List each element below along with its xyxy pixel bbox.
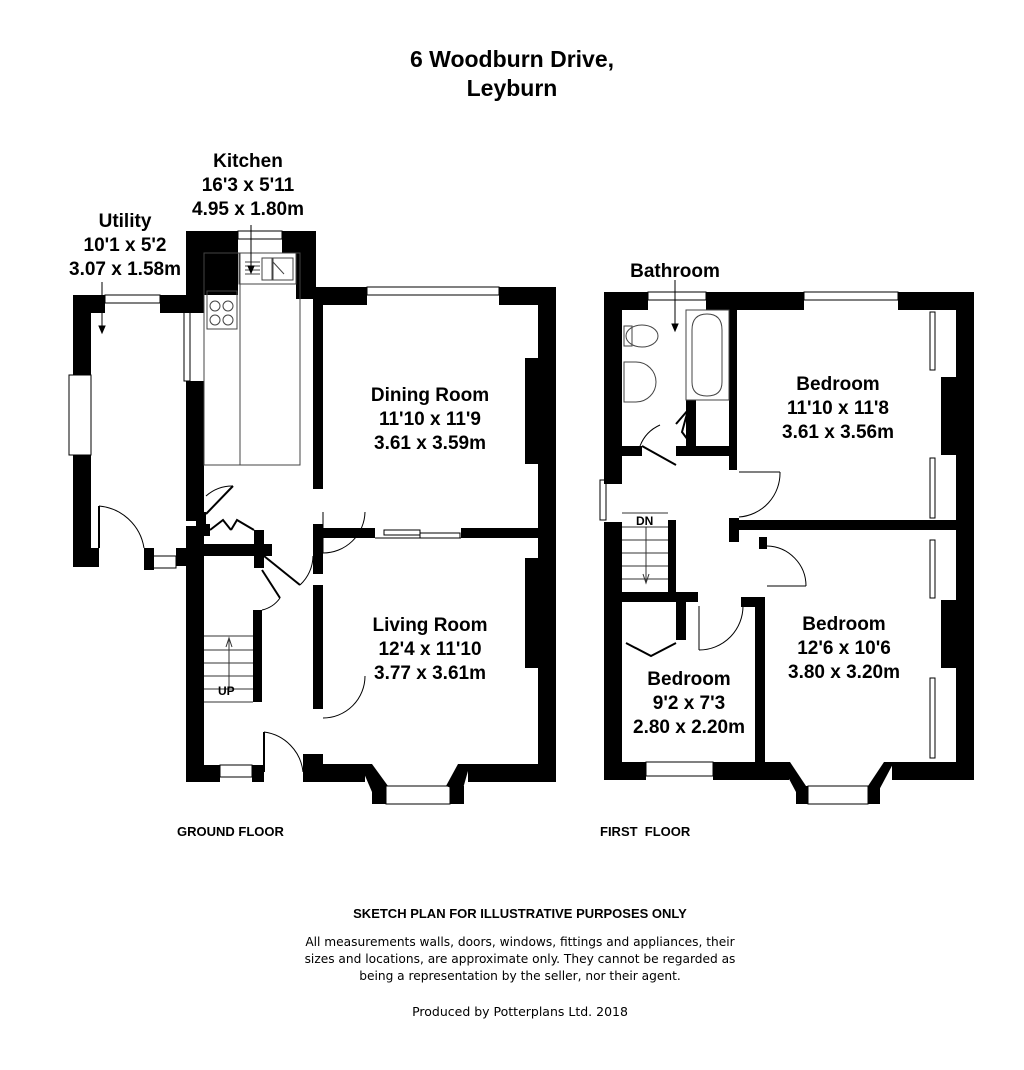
- room-label-kitchen: Kitchen 16'3 x 5'11 4.95 x 1.80m: [163, 150, 333, 222]
- disclaimer-line: All measurements walls, doors, windows, …: [305, 935, 735, 949]
- disclaimer-heading: SKETCH PLAN FOR ILLUSTRATIVE PURPOSES ON…: [353, 906, 687, 921]
- room-size-imperial: 16'3 x 5'11: [201, 175, 295, 196]
- room-label-living-room: Living Room 12'4 x 11'10 3.77 x 3.61m: [345, 614, 515, 686]
- disclaimer-line: being a representation by the seller, no…: [359, 969, 681, 983]
- room-label-bedroom-3: Bedroom 9'2 x 7'3 2.80 x 2.20m: [604, 668, 774, 740]
- room-name: Bedroom: [796, 374, 880, 395]
- room-name: Utility: [98, 211, 152, 232]
- ground-floor-stairs: [204, 635, 253, 703]
- room-name: Dining Room: [370, 385, 490, 406]
- room-size-imperial: 9'2 x 7'3: [652, 693, 726, 714]
- property-town: Leyburn: [466, 75, 558, 101]
- room-size-metric: 2.80 x 2.20m: [633, 717, 745, 738]
- room-name: Living Room: [372, 615, 488, 636]
- first-floor-walls: [604, 292, 974, 804]
- room-size-metric: 3.61 x 3.59m: [374, 433, 486, 454]
- disclaimer-line: sizes and locations, are approximate onl…: [304, 952, 736, 966]
- room-size-metric: 3.07 x 1.58m: [69, 259, 181, 280]
- room-label-utility: Utility 10'1 x 5'2 3.07 x 1.58m: [40, 210, 210, 282]
- room-size-metric: 3.77 x 3.61m: [374, 663, 486, 684]
- first-floor-doors: [625, 409, 807, 658]
- room-size-imperial: 11'10 x 11'8: [786, 398, 890, 419]
- kitchen-fittings: [203, 252, 301, 466]
- room-label-bathroom: Bathroom: [590, 260, 760, 284]
- stairs-up-label: UP: [218, 684, 235, 698]
- room-size-imperial: 11'10 x 11'9: [378, 409, 482, 430]
- room-name: Bathroom: [630, 261, 720, 282]
- room-size-imperial: 12'6 x 10'6: [797, 638, 891, 659]
- disclaimer-text: All measurements walls, doors, windows, …: [0, 934, 1024, 985]
- first-floor-windows: [599, 291, 936, 805]
- room-label-bedroom-2: Bedroom 12'6 x 10'6 3.80 x 3.20m: [759, 613, 929, 685]
- property-title: 6 Woodburn Drive,: [409, 46, 615, 72]
- ground-floor-label: GROUND FLOOR: [177, 824, 284, 839]
- room-size-metric: 3.61 x 3.56m: [782, 422, 894, 443]
- bathroom-fittings: [623, 309, 730, 403]
- ground-floor-walls: [73, 231, 556, 804]
- room-name: Bedroom: [802, 614, 886, 635]
- ground-floor-windows: [68, 230, 500, 805]
- room-size-metric: 3.80 x 3.20m: [788, 662, 900, 683]
- room-name: Bedroom: [647, 669, 731, 690]
- ground-floor-doors: [98, 485, 366, 773]
- room-size-imperial: 12'4 x 11'10: [378, 639, 482, 660]
- room-label-bedroom-1: Bedroom 11'10 x 11'8 3.61 x 3.56m: [753, 373, 923, 445]
- first-floor-label: FIRST FLOOR: [600, 824, 691, 839]
- producer-credit: Produced by Potterplans Ltd. 2018: [412, 1004, 628, 1019]
- first-floor-stairs: [622, 512, 668, 585]
- room-name: Kitchen: [213, 151, 283, 172]
- room-size-metric: 4.95 x 1.80m: [192, 199, 304, 220]
- label-arrows: [98, 225, 679, 335]
- stairs-down-label: DN: [636, 514, 654, 528]
- room-label-dining-room: Dining Room 11'10 x 11'9 3.61 x 3.59m: [345, 384, 515, 456]
- room-size-imperial: 10'1 x 5'2: [83, 235, 167, 256]
